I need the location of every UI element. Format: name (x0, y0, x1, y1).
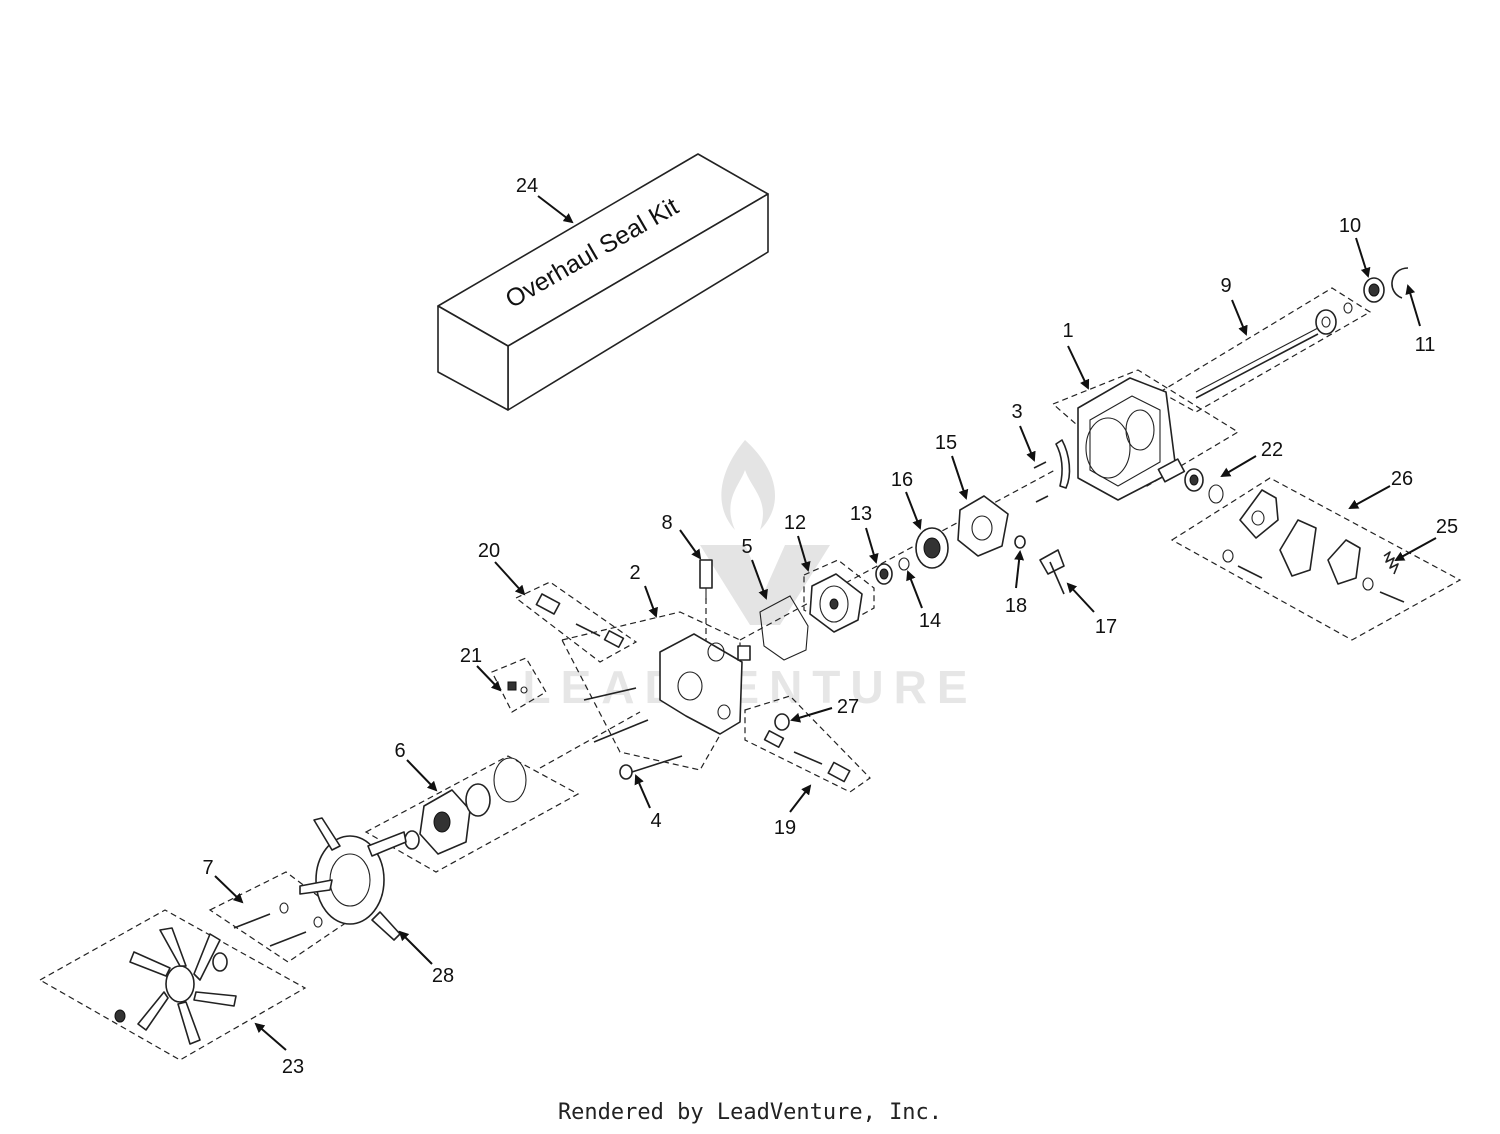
group-outlines (38, 287, 1462, 1061)
callout-12: 12 (784, 512, 806, 534)
callout-26: 26 (1391, 468, 1413, 490)
callout-14: 14 (919, 610, 941, 632)
swashplate-part-15 (957, 495, 1009, 557)
washer-part-13 (875, 563, 893, 585)
callout-10: 10 (1339, 215, 1361, 237)
fitting-part-20 (535, 593, 625, 648)
callout-4: 4 (650, 810, 661, 832)
callout-15: 15 (935, 432, 957, 454)
bearing-part-16 (915, 527, 949, 569)
watermark: LEADVENTURE (522, 440, 977, 713)
cylinder-block-part-12 (809, 573, 863, 633)
center-section-part-2 (659, 633, 751, 735)
shaft-part-9 (1195, 302, 1353, 399)
callout-28: 28 (432, 965, 454, 987)
spring-part-25 (1383, 551, 1399, 575)
o-ring-part-5 (759, 595, 809, 661)
housing-part-1 (1055, 377, 1177, 501)
callout-7: 7 (202, 857, 213, 879)
callout-labels: 1 2 3 4 5 6 7 8 9 10 11 12 13 14 15 16 1… (202, 175, 1458, 1078)
callout-20: 20 (478, 540, 500, 562)
callout-21: 21 (460, 645, 482, 667)
shaft-part-17 (1039, 549, 1065, 595)
bushing-part-18 (1014, 535, 1026, 549)
bearing-part-10 (1363, 277, 1385, 303)
callout-25: 25 (1436, 516, 1458, 538)
callout-11: 11 (1415, 334, 1436, 356)
callout-1: 1 (1062, 320, 1073, 342)
bearing-part-22 (1157, 458, 1224, 504)
control-arm-part-26 (1222, 489, 1405, 603)
hub-part-6 (404, 757, 527, 855)
bracket-part-28 (299, 817, 407, 941)
bolts-part-4 (583, 687, 683, 780)
retaining-ring-part-11 (1391, 267, 1409, 299)
pins-part-3 (1033, 461, 1049, 503)
bolts-part-7 (233, 902, 323, 947)
washer-part-14 (898, 557, 910, 571)
callout-8: 8 (661, 512, 672, 534)
fan-part-23 (114, 927, 237, 1045)
callout-23: 23 (282, 1056, 304, 1078)
overhaul-seal-kit-box: Overhaul Seal Kit (437, 153, 769, 411)
plug-part-21 (507, 681, 528, 694)
fitting-part-19 (763, 730, 851, 783)
leader-lines (214, 195, 1437, 1051)
callout-27: 27 (837, 696, 859, 718)
callout-18: 18 (1005, 595, 1027, 617)
callout-22: 22 (1261, 439, 1283, 461)
callout-3: 3 (1011, 401, 1022, 423)
callout-19: 19 (774, 817, 796, 839)
callout-2: 2 (629, 562, 640, 584)
callout-6: 6 (394, 740, 405, 762)
callout-17: 17 (1095, 616, 1117, 638)
callout-9: 9 (1220, 275, 1231, 297)
footer-credit: Rendered by LeadVenture, Inc. (557, 1100, 943, 1125)
callout-24: 24 (516, 175, 538, 197)
callout-5: 5 (741, 536, 752, 558)
valve-part-8 (699, 559, 713, 600)
watermark-text: LEADVENTURE (522, 661, 977, 713)
plug-part-27 (774, 713, 790, 731)
callout-16: 16 (891, 469, 913, 491)
callout-13: 13 (850, 503, 872, 525)
